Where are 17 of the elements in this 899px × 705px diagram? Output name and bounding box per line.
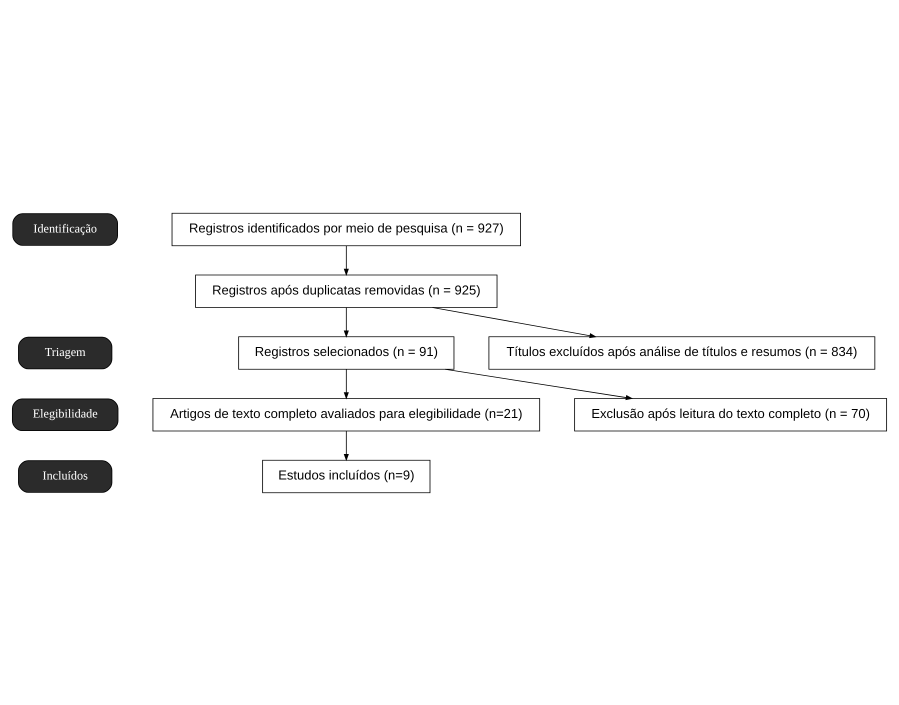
node-box: Exclusão após leitura do texto completo (n = 70) xyxy=(574,398,888,431)
node-box: Artigos de texto completo avaliados para elegibilidade (n=21) xyxy=(152,398,540,431)
node-box: Incluídos xyxy=(18,460,112,492)
arrow xyxy=(432,306,597,338)
node-box: Estudos incluídos (n=9) xyxy=(262,459,430,493)
node-box: Registros identificados por meio de pesquisa (n = 927) xyxy=(172,212,521,246)
node-box: Elegibilidade xyxy=(12,398,118,430)
node-box: Registros selecionados (n = 91) xyxy=(238,336,454,370)
arrow xyxy=(344,306,349,338)
node-box: Triagem xyxy=(18,336,112,369)
arrow xyxy=(344,368,349,400)
arrow xyxy=(344,244,349,276)
node-box: Identificação xyxy=(12,212,118,246)
arrow xyxy=(444,368,634,400)
node-box: Títulos excluídos após análise de títulos e resumos (n = 834) xyxy=(488,336,876,370)
node-box: Registros após duplicatas removidas (n = 925) xyxy=(195,274,498,308)
arrow xyxy=(344,430,349,461)
